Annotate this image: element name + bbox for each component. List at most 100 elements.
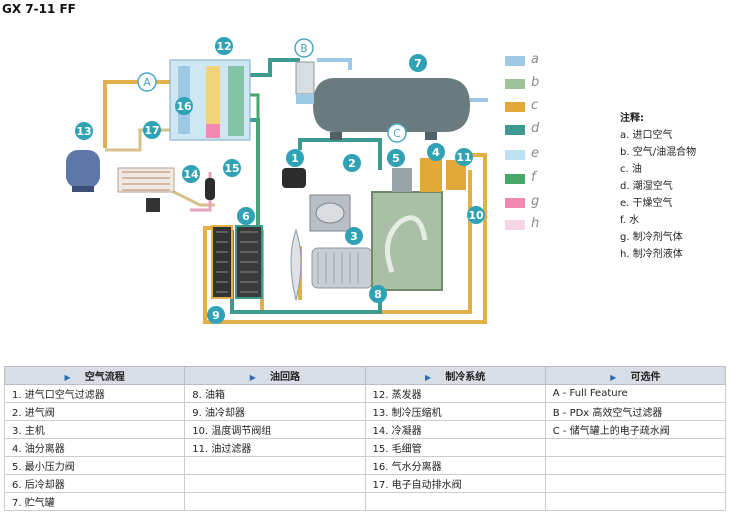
- svg-text:3: 3: [350, 230, 358, 243]
- svg-text:2: 2: [348, 157, 356, 170]
- motor: [311, 247, 373, 289]
- legend-item: c: [505, 98, 565, 115]
- table-cell: 8. 油箱: [184, 384, 366, 403]
- table-cell: 5. 最小压力阀: [3, 456, 186, 475]
- table-cell: [544, 438, 727, 457]
- legend-item: h: [505, 216, 565, 233]
- table-cell: [364, 492, 546, 511]
- arrow-icon: ▶: [425, 373, 432, 382]
- marker-10: 10: [467, 206, 485, 224]
- svg-text:9: 9: [212, 309, 220, 322]
- valve-block: [392, 158, 466, 192]
- marker-4: 4: [427, 143, 445, 161]
- arrow-icon: ▶: [610, 373, 617, 382]
- table-cell: 10. 温度调节阀组: [184, 420, 366, 439]
- note-item: g. 制冷剂气体: [620, 232, 683, 243]
- table-cell: 16. 气水分离器: [364, 456, 546, 475]
- marker-6: 6: [237, 207, 255, 225]
- note-item: f. 水: [620, 215, 640, 226]
- marker-1: 1: [286, 149, 304, 167]
- table-cell: 9. 油冷却器: [184, 402, 366, 421]
- note-item: c. 油: [620, 164, 642, 175]
- note-item: a. 进口空气: [620, 130, 673, 141]
- header-oil-circuit: ▶油回路: [184, 366, 366, 385]
- label-A: A: [137, 72, 157, 92]
- table-cell: 11. 油过滤器: [184, 438, 366, 457]
- legend-item: b: [505, 75, 565, 92]
- legend-item: f: [505, 170, 565, 187]
- pdx-filter: [295, 61, 315, 104]
- arrow-icon: ▶: [64, 373, 71, 382]
- table-cell: 6. 后冷却器: [3, 474, 186, 493]
- compressor-element: [309, 194, 351, 232]
- condenser: [117, 167, 175, 212]
- svg-text:5: 5: [392, 152, 400, 165]
- legend-swatch: [505, 56, 525, 66]
- svg-text:10: 10: [468, 209, 484, 222]
- svg-text:7: 7: [414, 57, 422, 70]
- marker-13: 13: [75, 122, 93, 140]
- table-row: 4. 油分离器 11. 油过滤器 15. 毛细管: [3, 438, 727, 457]
- fan: [290, 228, 302, 301]
- svg-text:A: A: [143, 76, 151, 89]
- svg-text:1: 1: [291, 152, 299, 165]
- table-row: 6. 后冷却器 17. 电子自动排水阀: [3, 474, 727, 493]
- marker-8: 8: [369, 285, 387, 303]
- capillary-tube: [205, 178, 215, 200]
- marker-15: 15: [223, 159, 241, 177]
- table-cell: 2. 进气阀: [3, 402, 186, 421]
- marker-7: 7: [409, 54, 427, 72]
- marker-16: 16: [175, 97, 193, 115]
- svg-text:17: 17: [144, 124, 159, 137]
- legend-swatch: [505, 198, 525, 208]
- header-options: ▶可选件: [544, 366, 727, 385]
- marker-17: 17: [143, 121, 161, 139]
- page-title: GX 7-11 FF: [2, 2, 76, 16]
- legend-swatch: [505, 174, 525, 184]
- legend-swatch: [505, 220, 525, 230]
- legend-swatch: [505, 102, 525, 112]
- svg-text:B: B: [300, 42, 308, 55]
- refrigerant-compressor: [66, 150, 100, 192]
- svg-text:15: 15: [224, 162, 239, 175]
- notes-heading: 注释:: [620, 113, 644, 124]
- svg-text:4: 4: [432, 146, 440, 159]
- marker-14: 14: [182, 165, 200, 183]
- note-item: d. 潮湿空气: [620, 181, 673, 192]
- table-header-row: ▶空气流程 ▶油回路 ▶制冷系统 ▶可选件: [3, 366, 727, 385]
- compressor-flow-diagram: A B C 1 2 3 4 5 6 7 8 9 10 11 12 13 14 1…: [66, 37, 488, 324]
- oil-separator-tank: [371, 191, 443, 291]
- table-cell: 3. 主机: [3, 420, 186, 439]
- table-row: 3. 主机 10. 温度调节阀组 14. 冷凝器 C - 储气罐上的电子疏水阀: [3, 420, 727, 439]
- air-receiver-tank: [313, 78, 470, 140]
- table-cell: [184, 474, 366, 493]
- note-item: h. 制冷剂液体: [620, 249, 683, 260]
- note-item: b. 空气/油混合物: [620, 147, 697, 158]
- inlet-filter: [282, 168, 306, 188]
- table-cell: 14. 冷凝器: [364, 420, 546, 439]
- table-cell: C - 储气罐上的电子疏水阀: [544, 420, 727, 439]
- svg-text:14: 14: [183, 168, 199, 181]
- marker-2: 2: [343, 154, 361, 172]
- table-row: 7. 贮气罐: [3, 492, 727, 511]
- label-C: C: [387, 123, 407, 143]
- table-cell: [544, 474, 727, 493]
- legend-item: g: [505, 194, 565, 211]
- table-cell: B - PDx 高效空气过滤器: [544, 402, 727, 421]
- svg-text:13: 13: [76, 125, 91, 138]
- table-cell: 17. 电子自动排水阀: [364, 474, 546, 493]
- header-refrigeration: ▶制冷系统: [364, 366, 546, 385]
- svg-text:11: 11: [456, 151, 471, 164]
- table-row: 2. 进气阀 9. 油冷却器 13. 制冷压缩机 B - PDx 高效空气过滤器: [3, 402, 727, 421]
- svg-text:C: C: [393, 127, 401, 140]
- legend-swatch: [505, 125, 525, 135]
- table-cell: 12. 蒸发器: [364, 384, 546, 403]
- header-air-flow: ▶空气流程: [3, 366, 186, 385]
- table-cell: 1. 进气口空气过滤器: [3, 384, 186, 403]
- arrow-icon: ▶: [249, 373, 256, 382]
- marker-9: 9: [207, 306, 225, 324]
- marker-12: 12: [215, 37, 233, 55]
- table-cell: [184, 456, 366, 475]
- table-cell: 13. 制冷压缩机: [364, 402, 546, 421]
- marker-11: 11: [455, 148, 473, 166]
